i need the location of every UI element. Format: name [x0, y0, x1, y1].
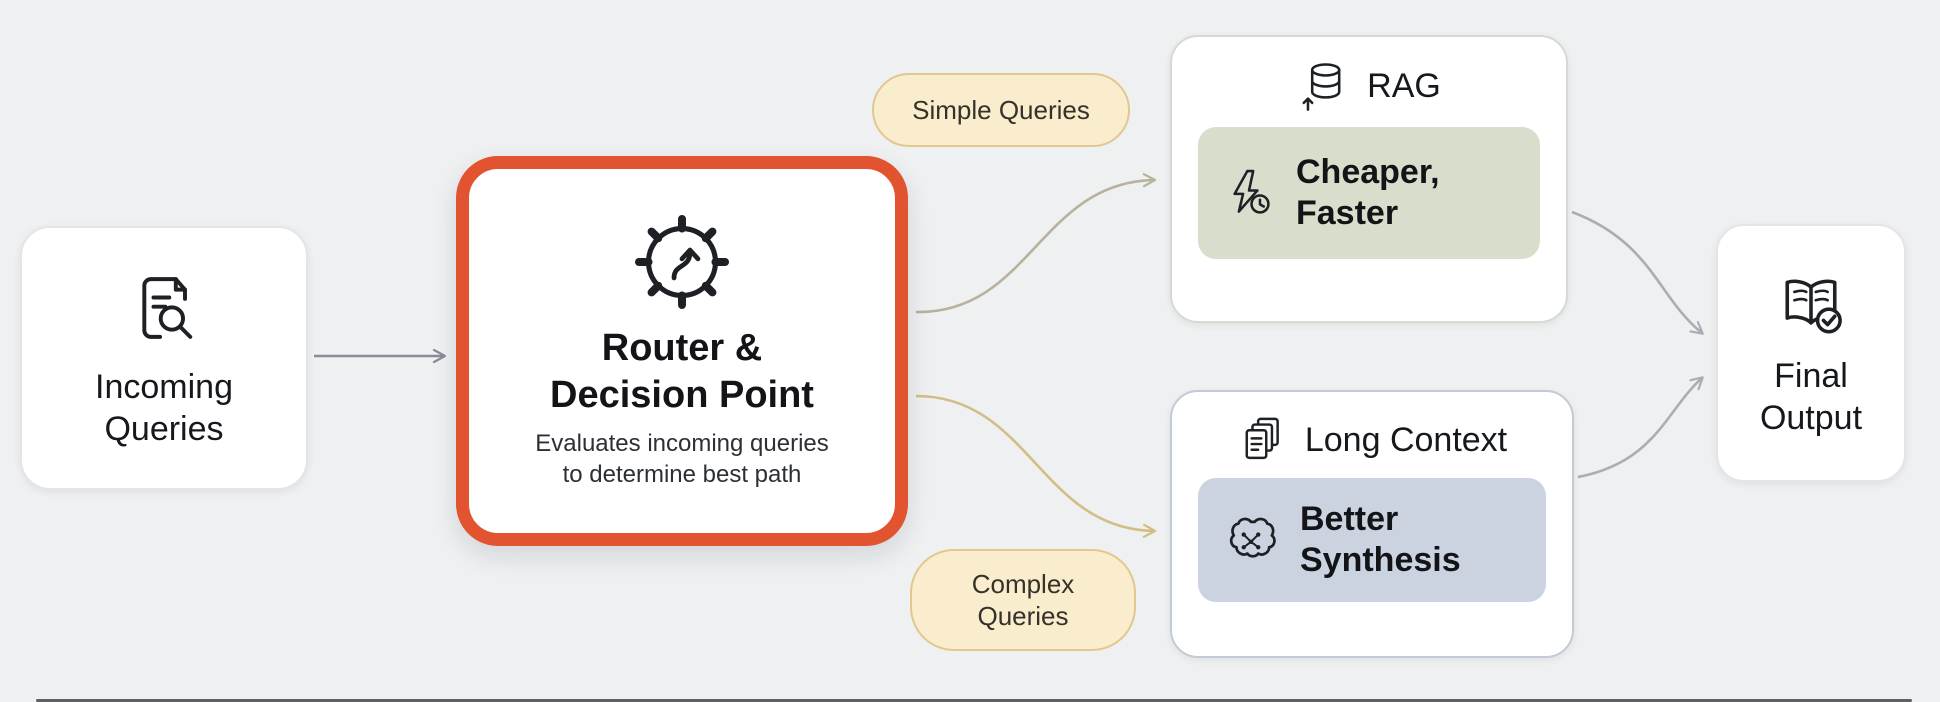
- long-context-benefit-badge: Better Synthesis: [1198, 478, 1546, 602]
- gear-route-icon: [631, 211, 733, 313]
- rag-header: RAG: [1297, 59, 1441, 113]
- rag-node: RAG Cheaper, Faster: [1170, 35, 1568, 323]
- router-subtitle: Evaluates incoming queries to determine …: [535, 430, 829, 489]
- lightning-clock-icon: [1222, 166, 1276, 220]
- router-title: Router & Decision Point: [550, 327, 814, 416]
- rag-title: RAG: [1367, 66, 1441, 105]
- simple-queries-label: Simple Queries: [912, 94, 1090, 125]
- documents-stack-icon: [1237, 414, 1289, 466]
- final-output-label: Final Output: [1759, 356, 1863, 437]
- long-context-node: Long Context Better Synthesis: [1170, 390, 1574, 658]
- document-search-icon: [122, 266, 206, 350]
- incoming-queries-node: Incoming Queries: [20, 226, 308, 490]
- edge-router-to-long-context: [915, 394, 1157, 538]
- long-context-header: Long Context: [1237, 414, 1507, 466]
- rag-benefit-badge: Cheaper, Faster: [1198, 127, 1540, 259]
- router-decision-node: Router & Decision Point Evaluates incomi…: [456, 156, 908, 546]
- long-context-benefit-label: Better Synthesis: [1300, 500, 1461, 579]
- simple-queries-pill: Simple Queries: [872, 73, 1130, 147]
- edge-router-to-rag: [915, 173, 1157, 314]
- bottom-edge-line: [36, 699, 1912, 702]
- complex-queries-label: Complex Queries: [971, 568, 1075, 632]
- long-context-title: Long Context: [1304, 420, 1508, 459]
- brain-network-icon: [1222, 511, 1280, 569]
- edge-long-context-to-final: [1577, 376, 1704, 479]
- open-book-check-icon: [1773, 267, 1849, 343]
- final-output-node: Final Output: [1716, 224, 1906, 482]
- edge-rag-to-final: [1571, 210, 1704, 335]
- incoming-queries-label: Incoming Queries: [95, 367, 233, 448]
- database-upload-icon: [1297, 59, 1351, 113]
- complex-queries-pill: Complex Queries: [910, 549, 1136, 651]
- rag-benefit-label: Cheaper, Faster: [1296, 153, 1440, 232]
